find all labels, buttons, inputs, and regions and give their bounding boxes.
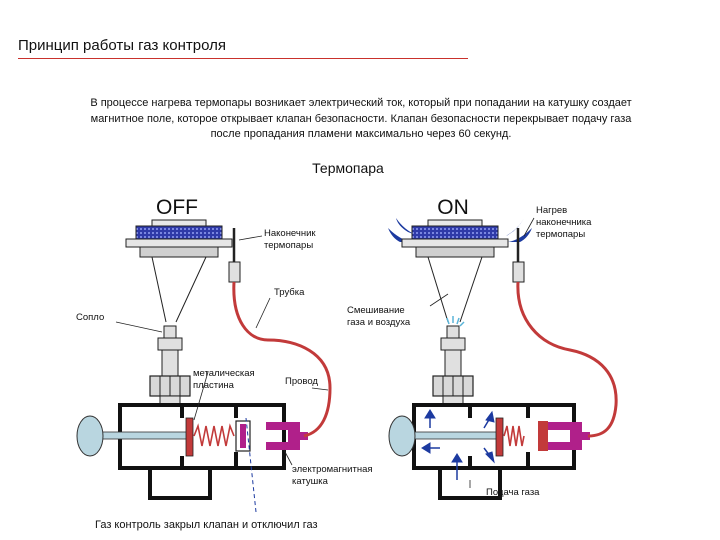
on-unit: ON [347,196,618,500]
flame-icon [508,228,532,242]
off-tube-label: Трубка [274,287,305,298]
title-underline [18,58,468,59]
description-line-3: после пропадания пламени максимально чер… [210,128,512,140]
on-thermocouple-tip [512,228,525,283]
description: В процессе нагрева термопары возникает э… [30,96,692,143]
on-state-label: ON [437,196,469,219]
on-gas-supply-label: Подача газа [486,487,540,498]
on-valve-body [388,403,590,500]
off-plate-label: металическая пластина [193,368,257,391]
off-thermocouple-wire [232,281,332,438]
description-line-1: В процессе нагрева термопары возникает э… [90,97,632,109]
gas-flow-arrow-icon [421,409,495,480]
on-nozzle [432,325,474,406]
off-nozzle-label: Сопло [76,312,104,323]
off-coil-label: электромагнитная катушка [292,464,375,487]
on-mixing-label: Смешивание газа и воздуха [347,305,411,328]
off-thermocouple-tip [228,228,241,283]
off-nozzle [149,325,191,406]
off-state-label: OFF [156,196,198,219]
off-wire-label: Провод [285,376,318,387]
off-unit: OFF [76,196,375,531]
off-valve-body [76,403,308,500]
on-heating-label: Нагрев наконечника термопары [536,205,594,240]
on-burner [401,219,509,323]
gas-air-mix-icon [446,316,465,327]
off-tip-label: Наконечник термопары [264,228,318,251]
flame-icon [506,218,524,236]
slide-title: Принцип работы газ контроля [18,37,226,54]
on-thermocouple-wire [516,281,618,438]
description-line-2: магнитное поле, которое открывает клапан… [90,112,632,125]
flame-icon [388,228,412,242]
diagram-heading: Термопара [312,160,384,176]
off-burner [125,219,233,323]
off-caption: Газ контроль закрыл клапан и отключил га… [95,519,318,531]
